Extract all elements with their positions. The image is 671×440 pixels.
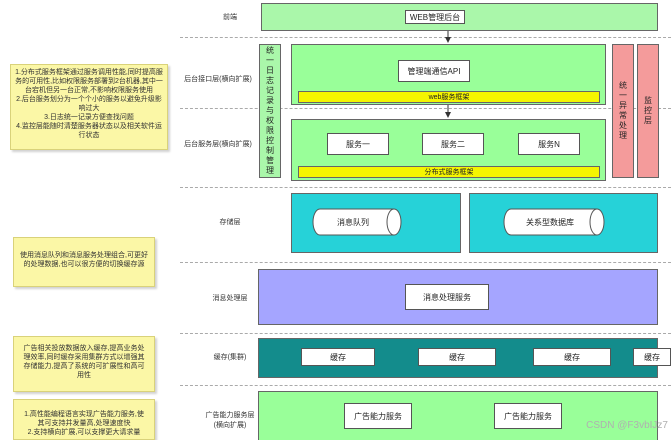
msgproc-band (258, 269, 658, 325)
adcap-service-box-1: 广告能力服务 (344, 403, 412, 429)
layer-label-gateway: 后台接口层(横向扩展) (184, 76, 252, 83)
note-line: 理效率,同时缓存采用集群方式以增强其 (23, 354, 145, 361)
layer-label-adcap-line1: 广告能力服务层 (205, 412, 255, 419)
note-line: 的处理数据,也可以很方便的切换缓存源 (23, 261, 145, 268)
frontend-band (261, 3, 658, 31)
note-line: 3.日志统一记录方便查找问题 (44, 114, 134, 121)
csdn-watermark: CSDN @F3vbIJz7 (586, 420, 668, 431)
layer-label-adcap-line2: (横向扩展) (213, 422, 247, 429)
adcap-band (258, 391, 658, 440)
note-line: 存储能力,提高了系统的可扩展性和高可 (23, 363, 145, 370)
web-framework-bar: web服务框架 (298, 91, 600, 103)
note-line: 使用消息队列和消息服务处理组合,可更好 (20, 252, 148, 259)
note-line: 4.监控层能随时清楚服务器状态以及相关软件运 (16, 123, 162, 130)
monitor-panel: 监控层 (637, 44, 659, 178)
note-line: 用性 (77, 372, 91, 379)
note-line: 台宕机但另一台正常,不影响权限服务使用 (25, 87, 153, 94)
layer-label-msgproc: 消息处理层 (212, 295, 248, 302)
note-line: 广告相关投放数据放入缓存,提高业务处 (23, 345, 145, 352)
service-two-box: 服务二 (422, 133, 484, 155)
layer-label-cache: 缓存(集群) (213, 354, 247, 361)
note-line: 行状态 (78, 132, 100, 139)
layer-label-frontend: 前端 (223, 14, 237, 21)
note-line: 1.高性能编程语言实现广告能力服务,使 (24, 411, 144, 418)
separator-line (180, 187, 671, 188)
relational-db-label: 关系型数据库 (526, 217, 574, 227)
note-adcap: 1.高性能编程语言实现广告能力服务,使 其可支持并发量高,处理速度快 2.支持横… (13, 399, 155, 440)
service-n-box: 服务N (518, 133, 580, 155)
message-queue-label: 消息队列 (337, 217, 369, 227)
layer-label-service: 后台服务层(横向扩展) (184, 141, 252, 148)
note-line: 务的可用性,比如权限服务部署到2台机器,其中一 (15, 78, 163, 85)
distributed-framework-bar: 分布式服务框架 (298, 166, 600, 178)
unified-exception-panel: 统一异常处理 (612, 44, 634, 178)
web-admin-box: WEB管理后台 (405, 10, 465, 24)
separator-line (180, 37, 671, 38)
note-message-queue: 使用消息队列和消息服务处理组合,可更好 的处理数据,也可以很方便的切换缓存源 (13, 237, 155, 287)
cache-box-1: 缓存 (301, 348, 375, 366)
message-queue-cylinder (312, 208, 402, 236)
cache-box-2: 缓存 (418, 348, 496, 366)
cache-box-3: 缓存 (533, 348, 611, 366)
service-one-box: 服务一 (327, 133, 389, 155)
msgproc-service-box: 消息处理服务 (405, 284, 489, 310)
note-line: 响过大 (78, 105, 100, 112)
layer-label-adcap: 广告能力服务层 (横向扩展) (190, 411, 270, 431)
note-line: 其可支持并发量高,处理速度快 (37, 420, 131, 427)
note-line: 2.后台服务划分为一个个小的服务以避免升级影 (16, 96, 162, 103)
separator-line (180, 385, 671, 386)
separator-line (180, 333, 671, 334)
separator-line (180, 108, 671, 109)
separator-line (180, 262, 671, 263)
note-line: 2.支持横向扩展,可以支撑更大请求量 (27, 429, 141, 436)
note-cache: 广告相关投放数据放入缓存,提高业务处 理效率,同时缓存采用集群方式以增强其 存储… (13, 336, 155, 392)
management-api-box: 管理端通信API (398, 60, 470, 82)
cache-box-4: 缓存 (633, 348, 671, 366)
layer-label-storage: 存储层 (219, 219, 241, 226)
adcap-service-box-2: 广告能力服务 (494, 403, 562, 429)
unified-log-panel: 统一日志记录与权限控制管理 (259, 44, 281, 178)
note-line: 1.分布式服务框架通过服务调用性能,同时提高服 (15, 69, 163, 76)
relational-db-cylinder (503, 208, 605, 236)
note-distributed: 1.分布式服务框架通过服务调用性能,同时提高服 务的可用性,比如权限服务部署到2… (10, 64, 168, 150)
